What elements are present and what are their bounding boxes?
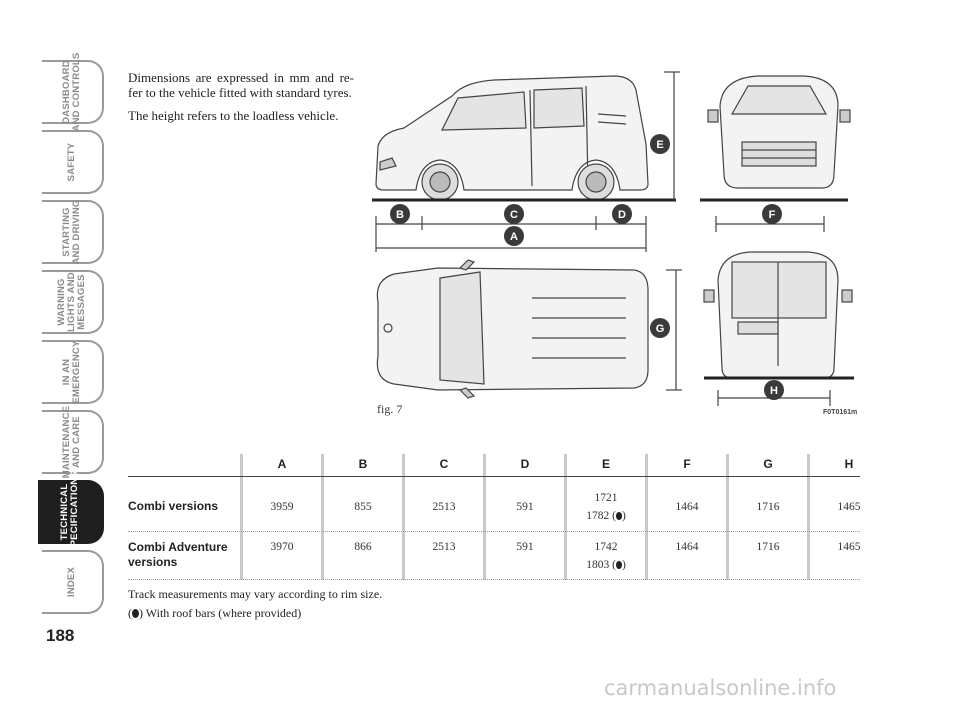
column-divider [483,454,486,580]
header-b: B [358,457,368,471]
column-divider [240,454,243,580]
header-e: E [601,457,610,471]
column-divider [645,454,648,580]
cell-c: 2513 [432,501,456,513]
svg-text:H: H [770,385,778,397]
roof-bars-dot-icon [615,561,622,569]
header-h: H [844,457,854,471]
cell-e-roof-bars: 1782 () [586,510,626,522]
cell-e: 1721 1782 () [571,489,641,525]
badge-e: E [650,134,670,154]
svg-text:B: B [396,209,404,221]
header-c: C [439,457,449,471]
cell-d: 591 [516,501,534,513]
column-divider [564,454,567,580]
badge-g: G [650,318,670,338]
page-number: 188 [46,626,75,645]
cell-e-roof-bars: 1803 () [586,559,626,571]
dimension-lines-side [375,216,647,252]
header-f: F [683,457,691,471]
column-divider [807,454,810,580]
roof-bars-note: () With roof bars (where provided) [128,606,302,620]
badge-d: D [612,204,632,224]
cell-a: 3970 [270,541,294,553]
row-divider [128,579,860,580]
svg-text:F: F [769,209,776,221]
cell-f: 1464 [675,541,699,553]
badge-b: B [390,204,410,224]
cell-g: 1716 [756,501,780,513]
header-d: D [520,457,530,471]
figure-code: F0T0161m [823,409,858,416]
header-a: A [277,457,287,471]
cell-a: 3959 [270,501,294,513]
row-label: Combi Adventure versions [128,540,228,569]
van-top-view [376,259,649,399]
tab-index[interactable]: INDEX [42,550,104,614]
tab-in-an-emergency[interactable]: IN AN EMERGENCY [42,340,104,404]
column-divider [726,454,729,580]
svg-text:C: C [510,209,518,221]
van-side-view [375,75,649,201]
cell-e: 1742 1803 () [571,538,641,574]
van-front-view [707,75,851,189]
cell-e-standard: 1742 [594,541,618,553]
header-g: G [763,457,773,471]
tab-starting-and-driving[interactable]: STARTING AND DRIVING [42,199,104,265]
roof-bars-dot-icon [615,512,622,520]
intro-paragraph-units: Dimensions are expressed in mm and re-fe… [128,70,354,100]
table-header: A B C D E F G H [128,454,860,477]
track-note: Track measurements may vary according to… [128,587,383,601]
tab-safety[interactable]: SAFETY [42,130,104,194]
cell-b: 866 [354,541,372,553]
tab-maintenance-and-care[interactable]: MAINTENANCE AND CARE [42,406,104,478]
cell-d: 591 [516,541,534,553]
badge-f: F [762,204,782,224]
tab-technical-specifications[interactable]: TECHNICAL SPECIFICATIONS [38,471,104,553]
intro-text: Dimensions are expressed in mm and re-fe… [128,70,354,131]
tab-warning-lights-and-messages[interactable]: WARNING LIGHTS AND MESSAGES [42,270,104,334]
cell-c: 2513 [432,541,456,553]
badge-h: H [764,380,784,400]
badge-c: C [504,204,524,224]
svg-text:G: G [656,323,665,335]
cell-f: 1464 [675,501,699,513]
roof-bars-dot-icon [132,609,139,618]
cell-h: 1465 [837,501,861,513]
svg-text:A: A [510,231,518,243]
vehicle-dimensions-figure: B C D A E F G H [372,71,854,406]
van-rear-view [703,251,853,379]
badge-a: A [504,226,524,246]
column-divider [402,454,405,580]
intro-paragraph-height: The height refers to the loadless vehicl… [128,108,339,123]
tab-dashboard-and-controls[interactable]: DASHBOARD AND CONTROLS [42,53,104,131]
svg-text:E: E [656,139,663,151]
row-label: Combi versions [128,499,219,513]
dimension-line-front-track [715,216,825,232]
cell-e-standard: 1721 [594,492,618,504]
cell-g: 1716 [756,541,780,553]
watermark: carmanualsonline.info [604,676,837,700]
figure-caption: fig. 7 [377,402,403,416]
svg-text:D: D [618,209,626,221]
cell-h: 1465 [837,541,861,553]
cell-b: 855 [354,501,372,513]
row-divider [128,531,860,532]
column-divider [321,454,324,580]
